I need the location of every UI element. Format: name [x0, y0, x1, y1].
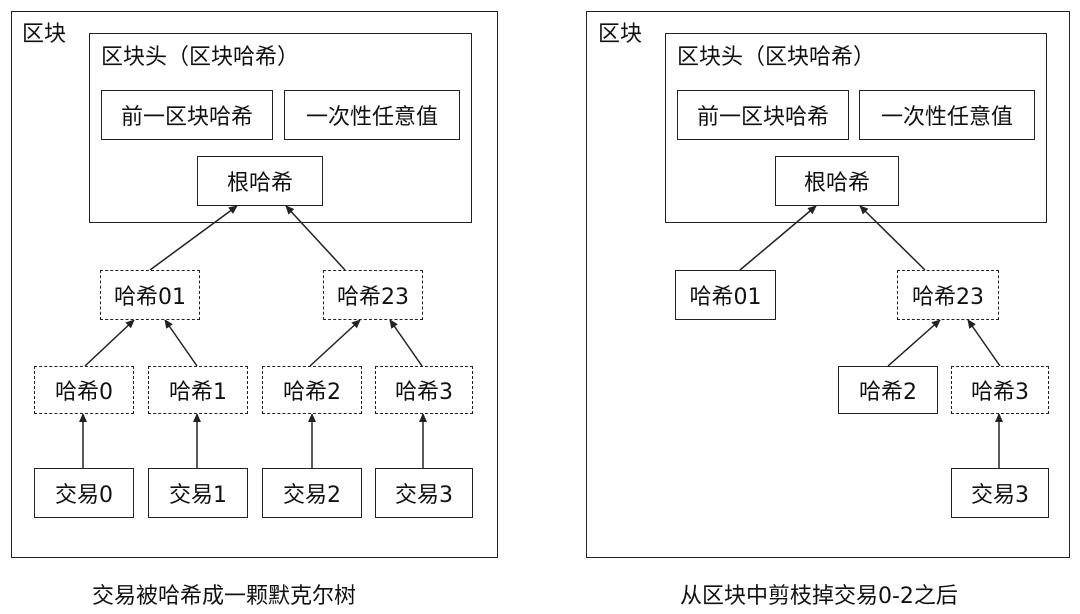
right-header-label: 区块头（区块哈希）	[677, 45, 876, 70]
left-hash2-box: 哈希2	[262, 366, 362, 414]
right-hash01-box: 哈希01	[675, 270, 776, 320]
right-hash23-box: 哈希23	[897, 270, 999, 320]
left-block-frame	[11, 11, 498, 558]
left-block-label: 区块	[22, 22, 67, 47]
right-prev-hash-box: 前一区块哈希	[677, 90, 849, 140]
left-tx1-box: 交易1	[148, 468, 248, 518]
left-hash0-box: 哈希0	[34, 366, 134, 414]
left-root-hash-box: 根哈希	[197, 156, 323, 206]
left-hash01-box: 哈希01	[100, 270, 200, 320]
left-tx0-box: 交易0	[34, 468, 134, 518]
right-hash2-box: 哈希2	[838, 366, 938, 414]
left-nonce-box: 一次性任意值	[284, 90, 460, 140]
right-block-frame	[586, 11, 1070, 558]
right-block-header	[665, 33, 1047, 223]
left-block-header	[89, 33, 472, 223]
right-block-label: 区块	[598, 22, 643, 47]
right-caption: 从区块中剪枝掉交易0-2之后	[680, 584, 958, 609]
left-tx2-box: 交易2	[262, 468, 362, 518]
left-header-label: 区块头（区块哈希）	[101, 45, 300, 70]
left-tx3-box: 交易3	[375, 468, 473, 518]
left-caption: 交易被哈希成一颗默克尔树	[92, 584, 357, 609]
right-root-hash-box: 根哈希	[775, 156, 899, 206]
right-nonce-box: 一次性任意值	[859, 90, 1035, 140]
right-tx3-box: 交易3	[951, 468, 1049, 518]
left-hash23-box: 哈希23	[323, 270, 423, 320]
left-hash3-box: 哈希3	[375, 366, 473, 414]
left-prev-hash-box: 前一区块哈希	[101, 90, 273, 140]
left-hash1-box: 哈希1	[148, 366, 248, 414]
right-hash3-box: 哈希3	[951, 366, 1049, 414]
